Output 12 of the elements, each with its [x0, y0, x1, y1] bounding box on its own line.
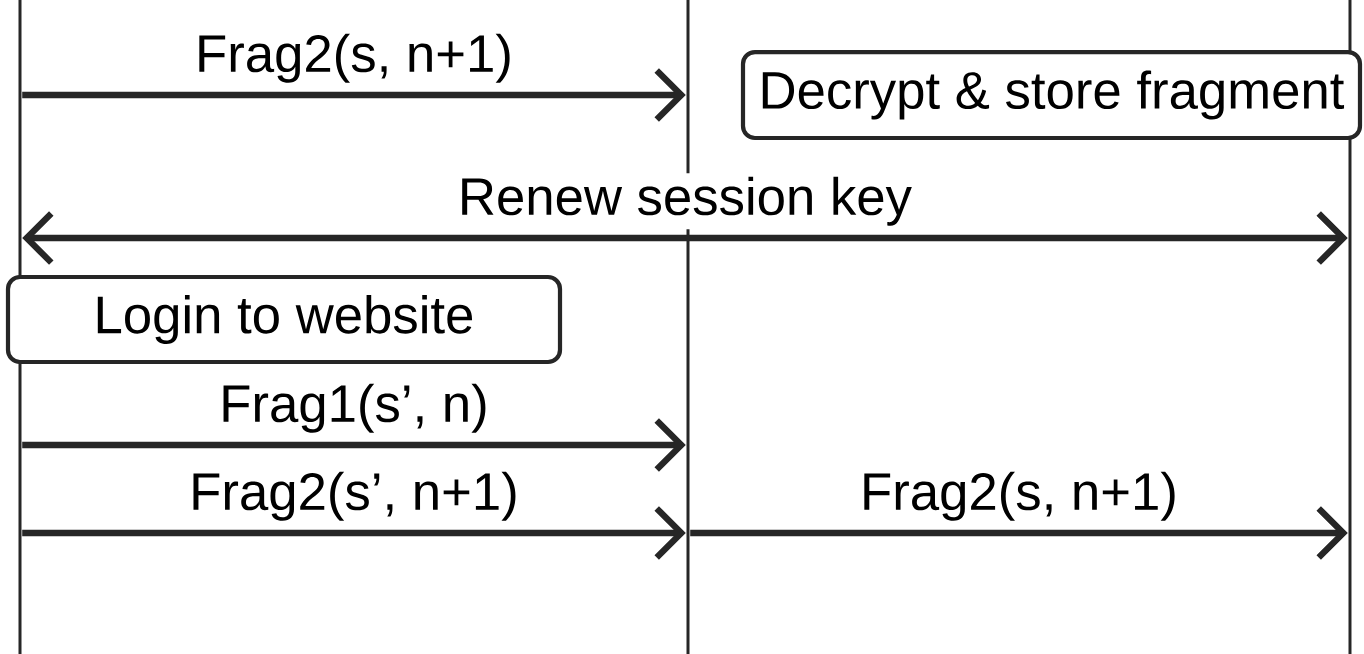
process-box: Decrypt & store fragment	[740, 49, 1363, 141]
edge-label: Frag2(s, n+1)	[199, 33, 510, 83]
process-box: Login to website	[5, 274, 563, 365]
arrow	[690, 506, 1348, 560]
arrow	[22, 68, 686, 122]
arrow	[22, 506, 686, 560]
arrow	[22, 418, 686, 472]
arrow	[22, 211, 1348, 265]
edge-label: Renew session key	[462, 176, 912, 226]
edge-label: Frag2(s, n+1)	[864, 471, 1175, 521]
edge-label: Frag2(s’, n+1)	[193, 471, 516, 521]
edge-label: Frag1(s’, n)	[223, 383, 486, 433]
